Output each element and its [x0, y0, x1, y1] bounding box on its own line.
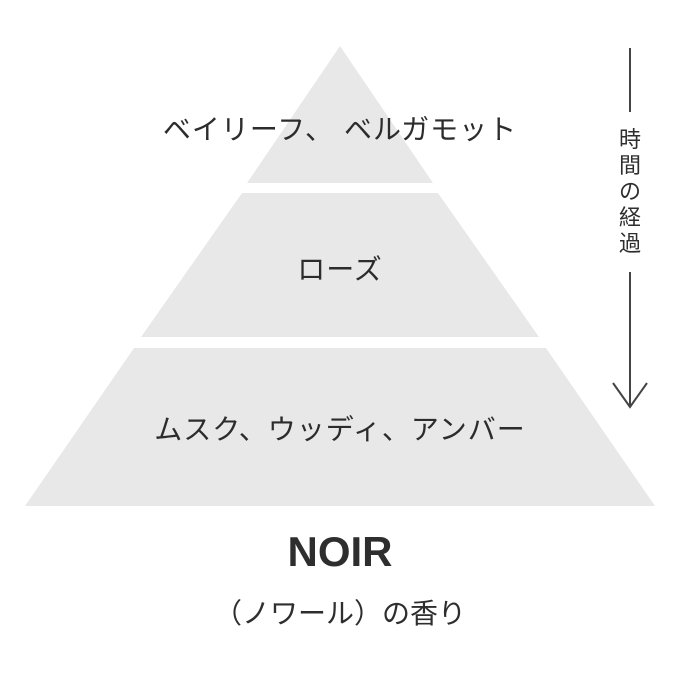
middle-note-label: ローズ	[297, 253, 383, 286]
arrow-down-icon	[612, 382, 648, 409]
time-axis-line-top	[629, 48, 631, 112]
top-note-label: ベイリーフ、 ベルガモット	[162, 113, 518, 146]
base-note-label: ムスク、ウッディ、アンバー	[154, 413, 526, 446]
pyramid-tier-middle	[141, 193, 539, 337]
time-axis-label: 時間の経過	[618, 128, 641, 257]
product-subtitle: （ノワール）の香り	[213, 597, 466, 630]
pyramid-tier-top	[247, 46, 433, 183]
product-name: NOIR	[287, 528, 393, 575]
pyramid-tier-base	[25, 348, 655, 506]
time-axis-line-bottom	[629, 272, 631, 406]
